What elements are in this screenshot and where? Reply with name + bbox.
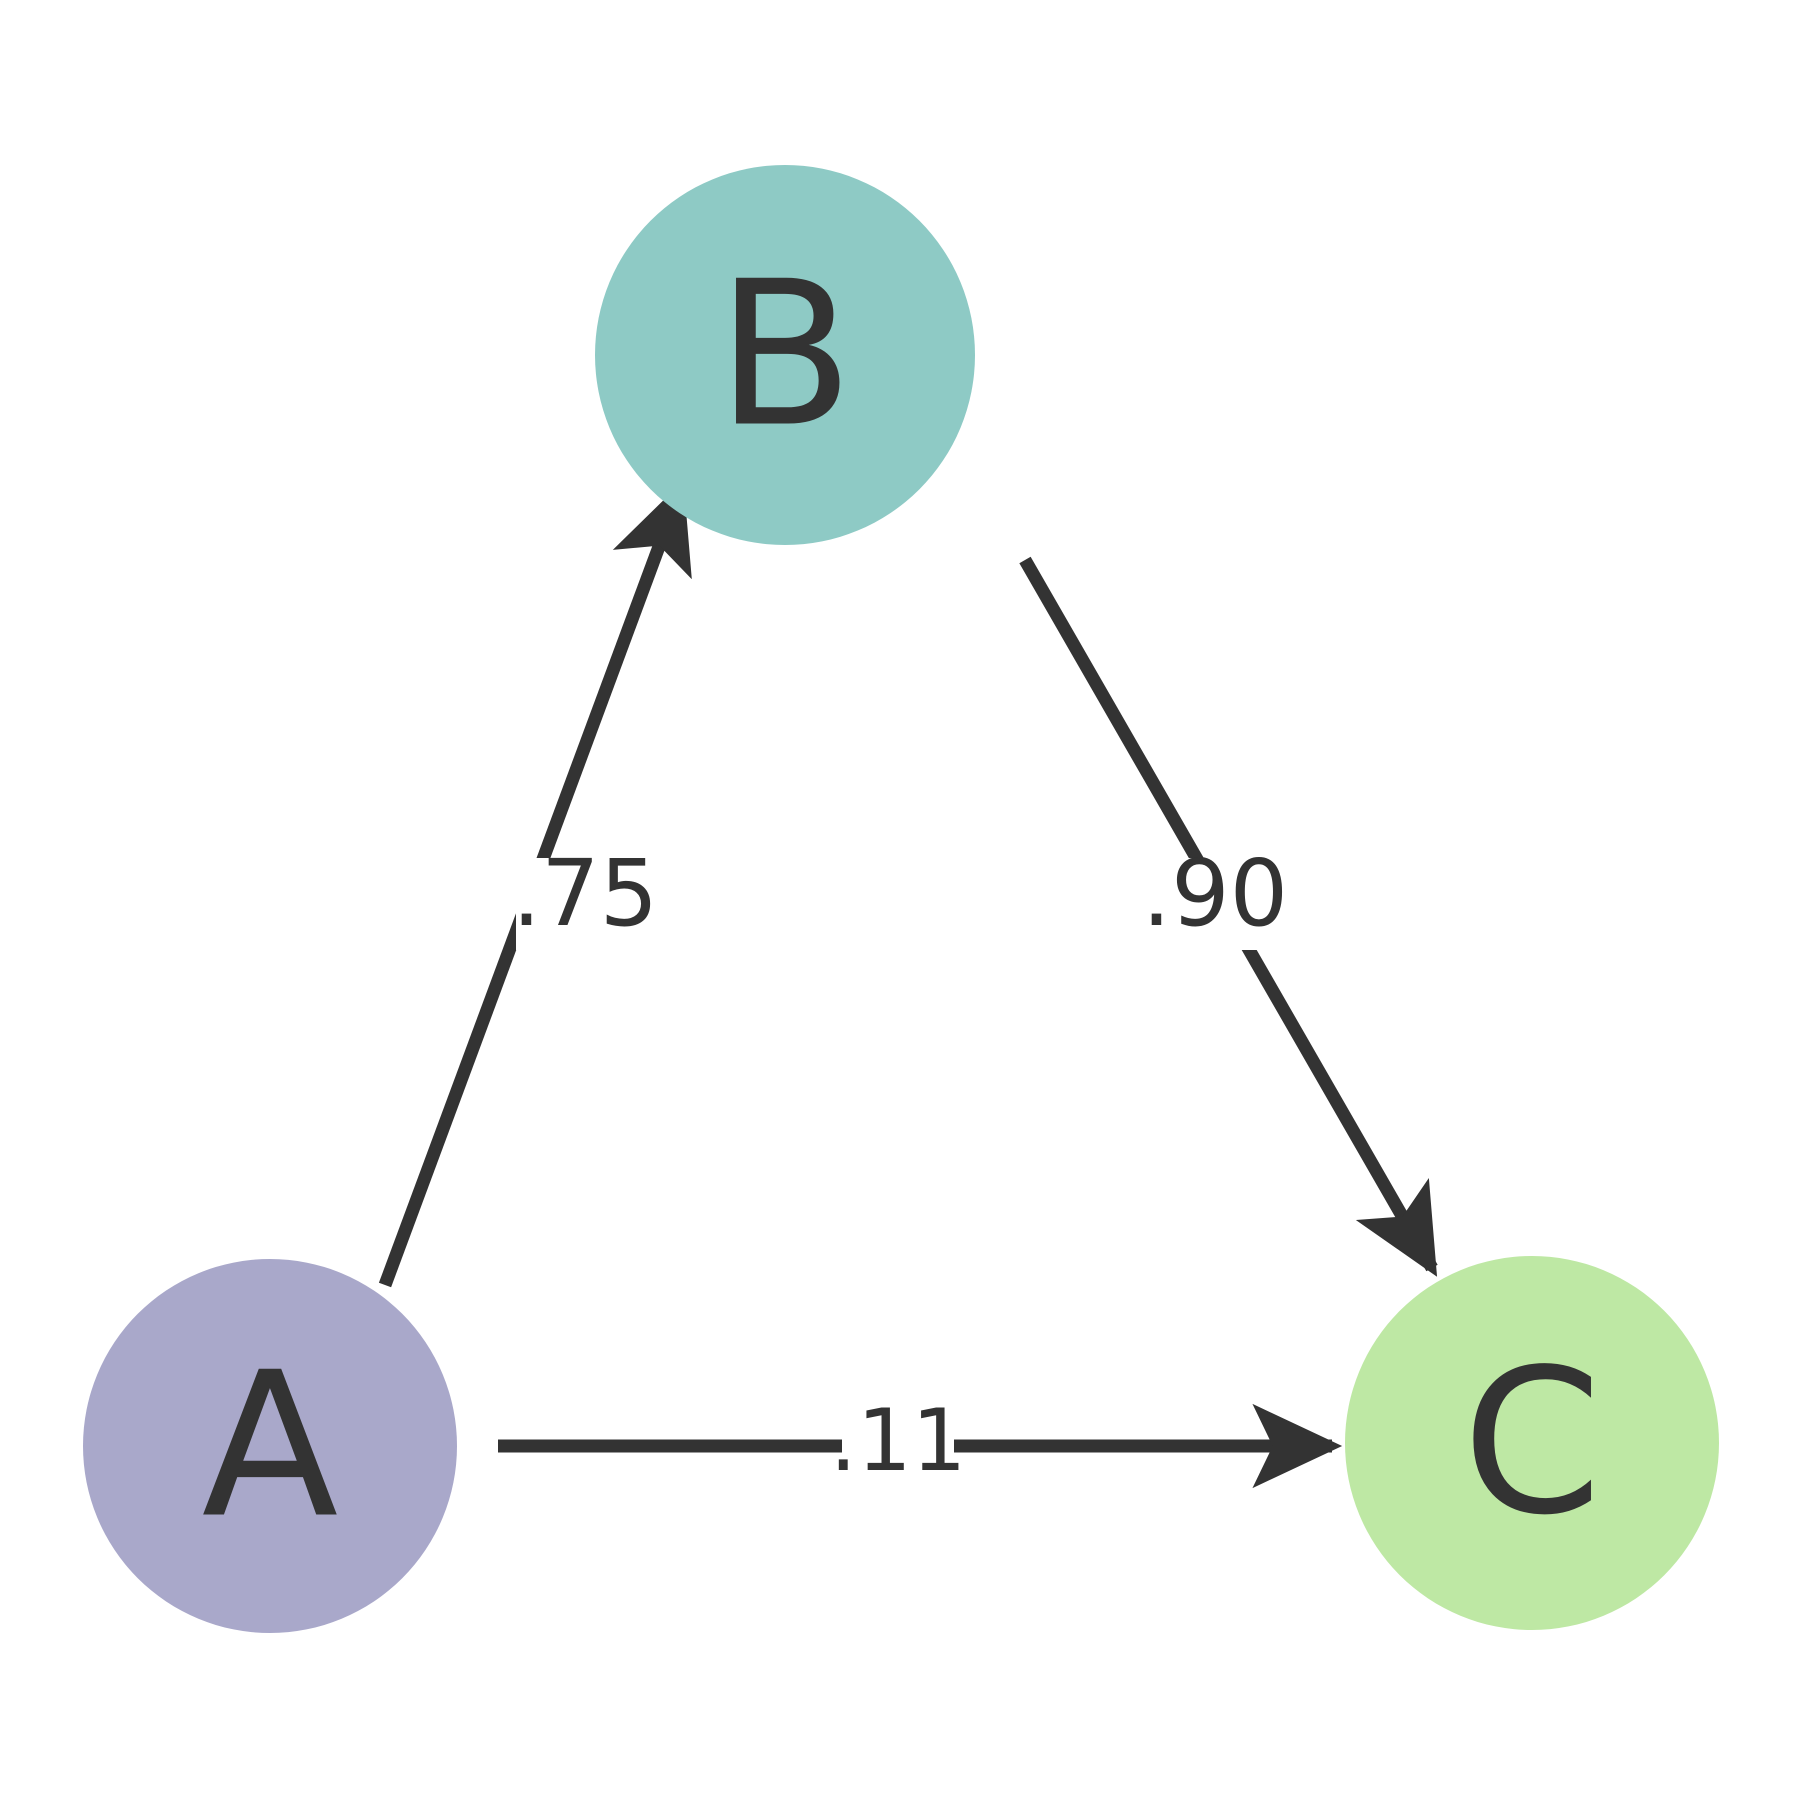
node-c-circle xyxy=(1345,1256,1719,1630)
edge-label-b-to-c: .90 xyxy=(1142,840,1288,947)
node-layer: A B C xyxy=(83,165,1719,1633)
edge-label-a-to-c: .11 xyxy=(830,1391,967,1491)
node-b-label: B xyxy=(716,239,853,472)
node-b-circle xyxy=(595,165,975,545)
node-c-label: C xyxy=(1462,1327,1602,1560)
edge-a-to-b[interactable] xyxy=(378,480,692,1288)
node-a[interactable]: A xyxy=(83,1259,457,1633)
node-b[interactable]: B xyxy=(595,165,975,545)
edge-label-layer: .75 .90 .11 xyxy=(512,840,1288,1491)
edge-b-to-c-line xyxy=(1019,556,1438,1277)
edge-layer xyxy=(378,480,1438,1489)
edge-b-to-c[interactable] xyxy=(1019,556,1438,1277)
node-a-label: A xyxy=(202,1330,339,1563)
node-a-circle xyxy=(83,1259,457,1633)
edge-label-a-to-b: .75 xyxy=(512,840,658,947)
node-c[interactable]: C xyxy=(1345,1256,1719,1630)
edge-a-to-b-line xyxy=(378,480,692,1288)
